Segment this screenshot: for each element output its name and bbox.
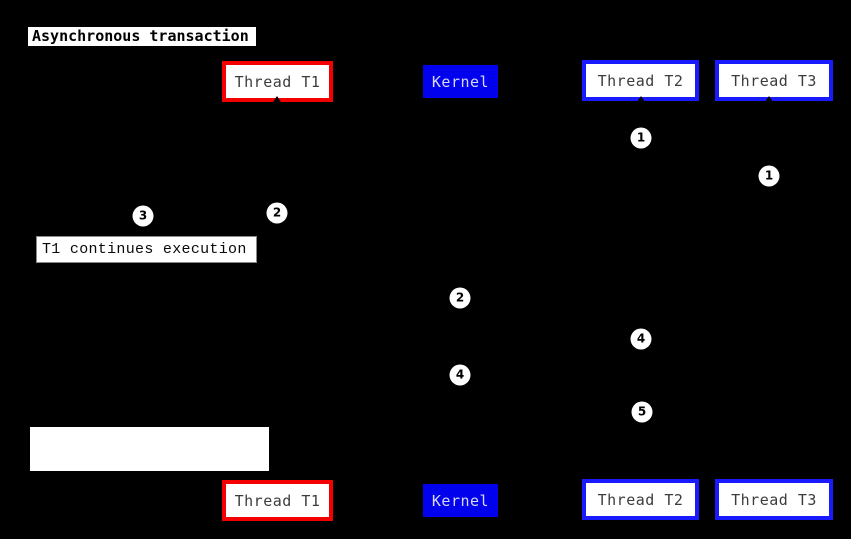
- step-marker: 2: [266, 202, 288, 224]
- arrowhead-up-icon: [635, 96, 647, 105]
- step-marker: 2: [449, 287, 471, 309]
- lifeline-head-bottom-kernel: Kernel: [423, 484, 498, 517]
- diagram-title: Asynchronous transaction: [28, 27, 256, 46]
- note-t1-continues: T1 continues execution: [36, 236, 257, 263]
- step-marker: 3: [132, 205, 154, 227]
- step-marker: 5: [631, 401, 653, 423]
- lifeline-head-bottom-thread-t2: Thread T2: [582, 479, 699, 520]
- step-marker: 1: [630, 127, 652, 149]
- arrowhead-up-icon: [271, 96, 283, 105]
- note-blank: [30, 427, 269, 471]
- step-marker: 1: [758, 165, 780, 187]
- lifeline-head-bottom-thread-t3: Thread T3: [715, 479, 833, 520]
- lifeline-head-top-thread-t2: Thread T2: [582, 60, 699, 101]
- lifeline-head-top-kernel: Kernel: [423, 65, 498, 98]
- lifeline-head-top-thread-t3: Thread T3: [715, 60, 833, 101]
- step-marker: 4: [449, 364, 471, 386]
- step-marker: 4: [630, 328, 652, 350]
- lifeline-head-top-thread-t1: Thread T1: [222, 61, 333, 102]
- arrowhead-up-icon: [763, 96, 775, 105]
- lifeline-head-bottom-thread-t1: Thread T1: [222, 480, 333, 521]
